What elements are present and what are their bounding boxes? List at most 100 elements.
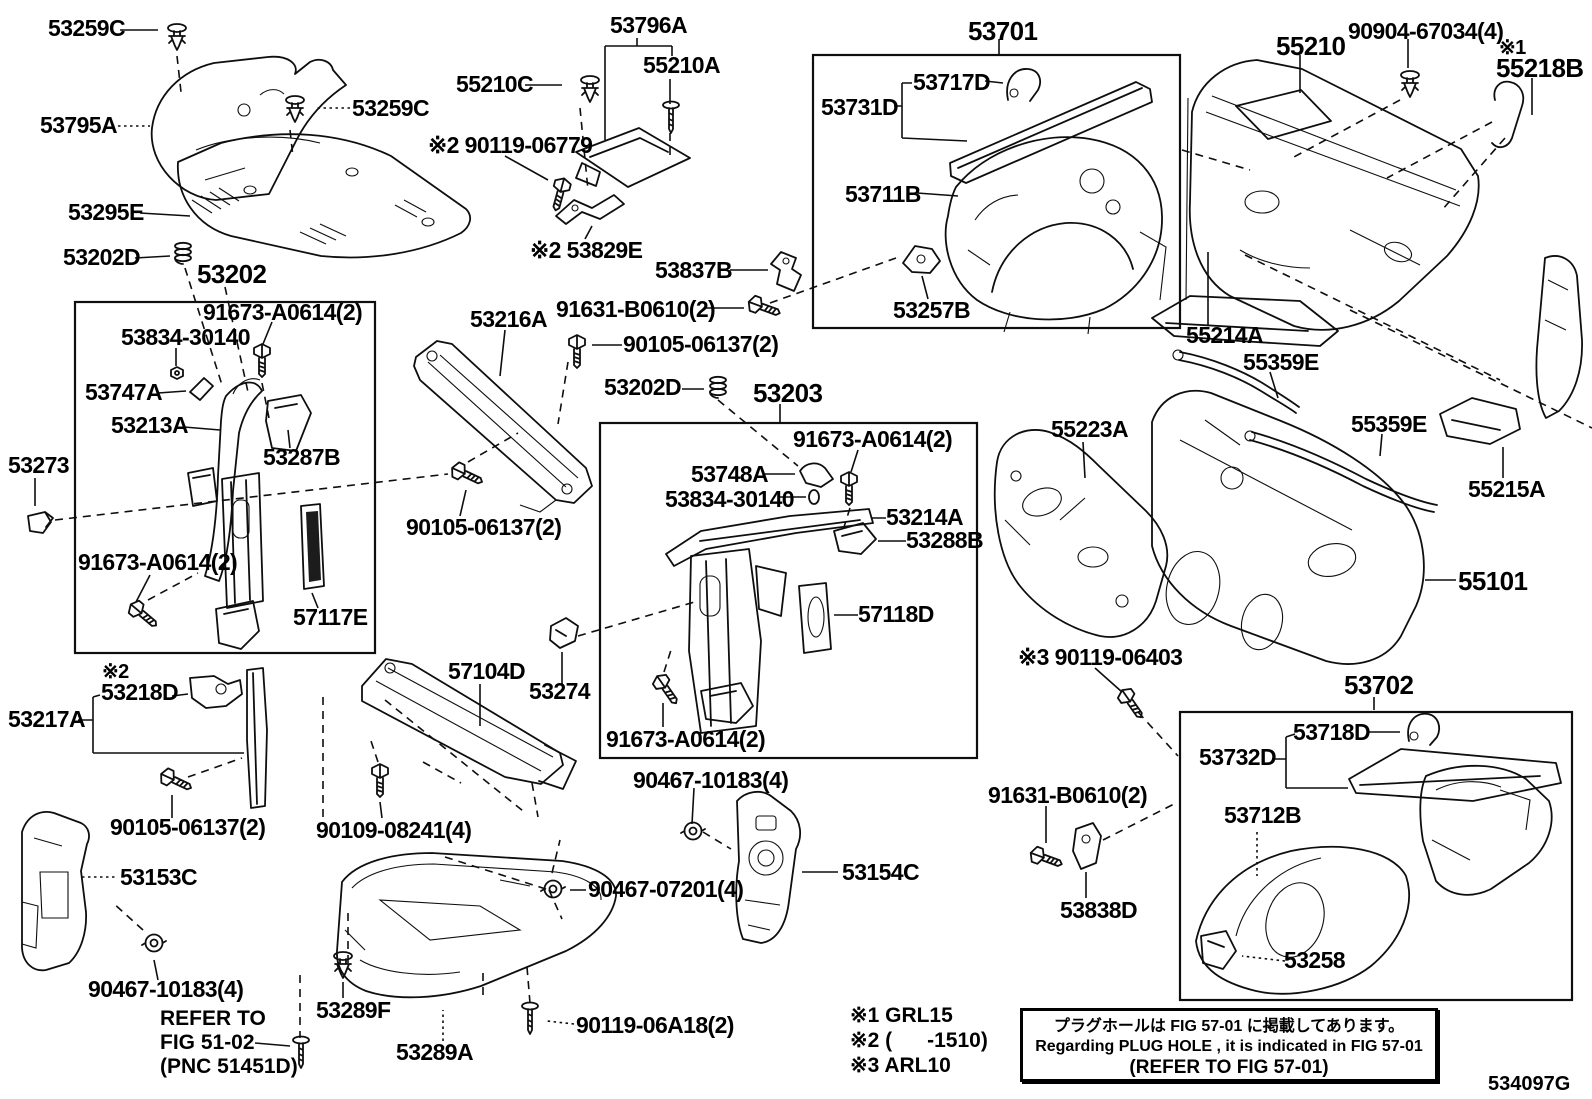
sketch-insulators-and-dash-lower [993,295,1521,665]
part-label-2-53829e: ※2 53829E [530,237,643,263]
part-label-90467-10183-4: 90467-10183(4) [88,976,244,1002]
part-label-55210c: 55210C [456,71,534,97]
sketch-53217A-parts [189,667,268,809]
sketch-53837B-bracket [770,251,802,292]
group-box-53702 [1178,710,1574,1002]
part-label-53295e: 53295E [68,199,144,225]
part-label-91631-b0610-2: 91631-B0610(2) [988,782,1148,808]
part-label-90105-06137-2: 90105-06137(2) [406,514,562,540]
part-label-55359e: 55359E [1243,349,1319,375]
part-label-53796a: 53796A [610,12,688,38]
part-label-90467-07201-4: 90467-07201(4) [588,876,744,902]
note-line-english: Regarding PLUG HOLE , it is indicated in… [1035,1037,1423,1055]
sketch-57104D-cowl-top [361,617,579,790]
group-box-53202 [73,300,377,655]
part-label-53732d: 53732D [1199,744,1277,770]
part-label-55218b: 55218B [1496,53,1584,83]
sketch-53153C-bracket [21,811,90,972]
part-label-90105-06137-2: 90105-06137(2) [623,331,779,357]
part-label-53834-30140: 53834-30140 [121,324,251,350]
part-label-53218d: 53218D [101,679,179,705]
part-label-91673-a0614-2: 91673-A0614(2) [606,726,766,752]
part-label-90105-06137-2: 90105-06137(2) [110,814,266,840]
legend: ※1 GRL15 ※2 ( -1510) ※3 ARL10 [850,1005,988,1080]
part-label-53718d: 53718D [1293,719,1371,745]
note-line-refer: (REFER TO FIG 57-01) [1129,1056,1329,1078]
part-label-91673-a0614-2: 91673-A0614(2) [78,549,238,575]
part-label-53731d: 53731D [821,94,899,120]
part-label-53287b: 53287B [263,444,341,470]
part-label-53213a: 53213A [111,412,189,438]
note-line-japanese: プラグホールは FIG 57-01 に掲載してあります。 [1053,1017,1405,1035]
refer-note-line1: REFER TO [160,1007,266,1030]
part-label-53701: 53701 [968,16,1038,46]
part-label-91631-b0610-2: 91631-B0610(2) [556,296,716,322]
part-label-53216a: 53216A [470,306,548,332]
part-label-53289f: 53289F [316,997,391,1023]
group-box-53701 [811,53,1182,330]
sketch-dash-panel-upper-55210 [1185,59,1583,419]
part-label-2: ※2 [102,661,129,683]
part-label-53259c: 53259C [352,95,430,121]
part-label-53257b: 53257B [893,297,971,323]
part-label-55215a: 55215A [1468,476,1546,502]
sketch-engine-under-cover-topleft [150,55,472,259]
refer-note-line2: FIG 51-02 [160,1031,255,1054]
part-label-53717d: 53717D [913,69,991,95]
sketch-53702-box-parts [1195,712,1562,995]
diagram-code: 534097G [1488,1073,1571,1095]
legend-item-1: ※1 GRL15 [850,1004,953,1027]
part-label-53214a: 53214A [886,504,964,530]
part-label-53258: 53258 [1284,947,1346,973]
part-label-55101: 55101 [1458,566,1528,596]
part-label-53711b: 53711B [845,181,921,207]
part-label-55210a: 55210A [643,52,721,78]
part-label-53288b: 53288B [906,527,984,553]
dashed-projection-lines [54,55,1592,1038]
part-label-53837b: 53837B [655,257,733,283]
leader-lines [34,29,1533,1047]
refer-note: REFER TO FIG 51-02 (PNC 51451D) [160,1008,298,1080]
part-label-3-90119-06403: ※3 90119-06403 [1018,644,1183,670]
plug-hole-note-box: プラグホールは FIG 57-01 に掲載してあります。 Regarding P… [1020,1008,1438,1082]
refer-note-line3: (PNC 51451D) [160,1055,298,1078]
part-label-55223a: 55223A [1051,416,1129,442]
part-label-90109-08241-4: 90109-08241(4) [316,817,472,843]
part-label-53748a: 53748A [691,461,769,487]
part-label-53838d: 53838D [1060,897,1138,923]
part-label-55210: 55210 [1276,31,1346,61]
legend-item-2: ※2 ( -1510) [850,1029,988,1052]
part-label-57104d: 57104D [448,658,526,684]
part-label-57117e: 57117E [293,604,368,630]
part-label-53747a: 53747A [85,379,163,405]
part-label-53795a: 53795A [40,112,118,138]
part-label-55359e: 55359E [1351,411,1427,437]
part-label-57118d: 57118D [858,601,934,627]
sketch-53838D-bracket [1072,822,1102,870]
sketch-53796A-plate [575,127,691,188]
part-label-53202: 53202 [197,259,267,289]
part-label-53834-30140: 53834-30140 [665,486,795,512]
part-label-53712b: 53712B [1224,802,1302,828]
sketch-left-box-parts [27,377,325,650]
part-label-53202d: 53202D [63,244,141,270]
legend-item-3: ※3 ARL10 [850,1054,951,1077]
dotted-leaders [82,107,1286,1041]
part-label-90119-06a18-2: 90119-06A18(2) [576,1012,734,1038]
sketch-53203-box-parts [665,462,877,734]
sketch-53701-apron-assembly [902,68,1167,335]
part-label-2-90119-06779: ※2 90119-06779 [428,132,593,158]
part-label-53702: 53702 [1344,670,1414,700]
part-label-53259c: 53259C [48,15,126,41]
part-label-90467-10183-4: 90467-10183(4) [633,767,789,793]
part-label-53153c: 53153C [120,864,198,890]
part-label-53203: 53203 [753,378,823,408]
sketch-53829E-bracket [555,194,625,225]
part-label-53274: 53274 [529,678,591,704]
part-label-53154c: 53154C [842,859,920,885]
sketch-53154C-bracket [735,790,802,944]
sketch-53216A-support-upper [413,340,593,513]
